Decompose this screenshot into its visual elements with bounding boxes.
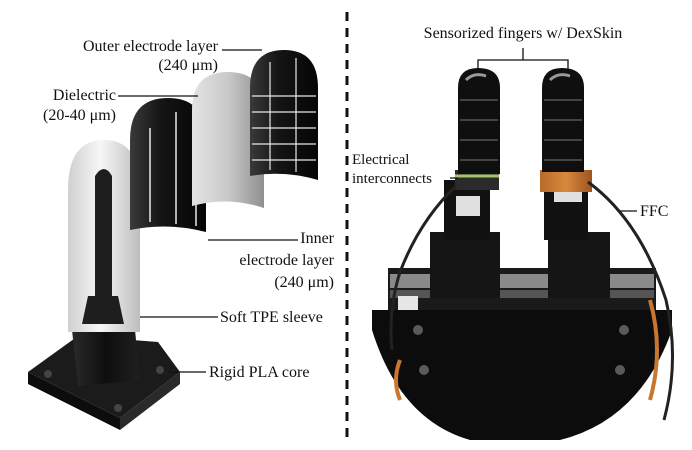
inner-electrode-label-1: Inner	[300, 230, 334, 247]
inner-electrode-thickness: (240 μm)	[274, 274, 334, 291]
ffc-cable-right	[587, 180, 674, 421]
dielectric-thickness: (20-40 μm)	[42, 107, 116, 124]
ffc-cable-left	[389, 184, 458, 351]
pla-core-base	[28, 330, 180, 430]
title-bracket	[477, 48, 569, 70]
interconnects-label-1: Electrical	[352, 152, 410, 168]
dielectric-shell	[192, 72, 264, 208]
core-label: Rigid PLA core	[209, 364, 310, 381]
outer-electrode-thickness: (240 μm)	[158, 57, 218, 74]
right-panel	[372, 48, 674, 440]
gripper-base	[372, 268, 672, 440]
outer-electrode-shell	[250, 50, 318, 180]
interconnects-label-2: interconnects	[352, 171, 432, 187]
tpe-sleeve	[68, 140, 140, 332]
ffc-cable-orange-left	[394, 359, 402, 401]
outer-electrode-label: Outer electrode layer	[82, 38, 218, 55]
right-panel-title: Sensorized fingers w/ DexSkin	[423, 25, 623, 42]
left-panel	[28, 49, 318, 430]
left-finger	[430, 68, 500, 298]
ffc-cable-orange	[648, 299, 659, 401]
sleeve-label: Soft TPE sleeve	[220, 309, 323, 326]
dielectric-label: Dielectric	[52, 87, 116, 104]
ffc-label: FFC	[640, 203, 669, 220]
right-finger	[540, 68, 610, 298]
inner-electrode-label-2: electrode layer	[239, 252, 334, 269]
